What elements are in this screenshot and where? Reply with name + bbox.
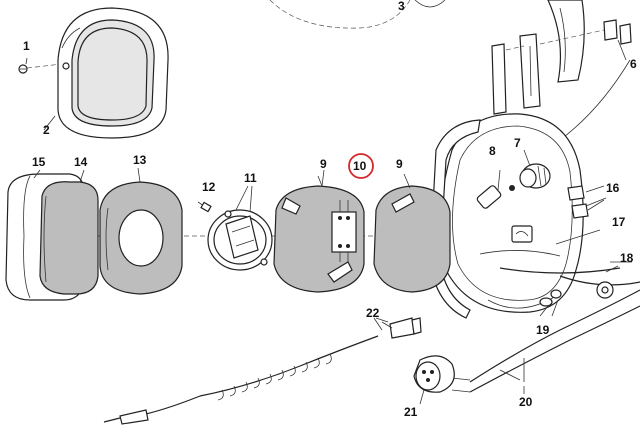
part-21-microphone bbox=[413, 355, 455, 405]
part-7-volume-knob bbox=[519, 149, 551, 189]
label-part-12: 12 bbox=[202, 180, 216, 194]
part-1-screw bbox=[18, 57, 63, 74]
label-part-15: 15 bbox=[32, 155, 46, 169]
label-part-2: 2 bbox=[43, 123, 50, 137]
label-part-18: 18 bbox=[620, 251, 634, 265]
part-2-cushion-cover bbox=[43, 7, 169, 139]
label-part-10: 10 bbox=[353, 159, 367, 173]
highlight-circle bbox=[348, 153, 374, 179]
label-part-1: 1 bbox=[23, 39, 30, 53]
label-part-11: 11 bbox=[244, 171, 257, 185]
part-10-bracket bbox=[331, 200, 357, 262]
part-20-wires bbox=[451, 289, 640, 393]
part-8-screw bbox=[476, 169, 515, 209]
label-part-16: 16 bbox=[606, 181, 620, 195]
label-part-8: 8 bbox=[489, 144, 496, 158]
label-part-9-left: 9 bbox=[320, 157, 327, 171]
label-part-17: 17 bbox=[612, 215, 626, 229]
label-part-9-right: 9 bbox=[396, 157, 403, 171]
part-14-foam-pad bbox=[39, 181, 99, 295]
ear-cup-shell bbox=[429, 113, 584, 319]
label-part-13: 13 bbox=[133, 153, 147, 167]
headband-path bbox=[269, 0, 411, 29]
label-part-20: 20 bbox=[519, 395, 533, 409]
part-11-speaker bbox=[207, 185, 273, 271]
label-part-22: 22 bbox=[366, 306, 380, 320]
label-part-21: 21 bbox=[404, 405, 418, 419]
part-22-coiled-cord bbox=[103, 317, 422, 425]
part-18-cable bbox=[499, 261, 640, 299]
label-part-3: 3 bbox=[398, 0, 405, 13]
headband-assembly bbox=[491, 0, 632, 141]
part-13-ring-pad bbox=[99, 181, 183, 295]
label-part-7: 7 bbox=[514, 136, 521, 150]
part-16-clips bbox=[567, 185, 605, 219]
part-19-grommets bbox=[539, 289, 562, 317]
label-part-6: 6 bbox=[630, 57, 637, 71]
label-part-19: 19 bbox=[536, 323, 550, 337]
part-12-screw bbox=[197, 201, 212, 213]
label-part-14: 14 bbox=[74, 155, 88, 169]
part-3-shape bbox=[414, 0, 446, 8]
part-9-pad-right bbox=[373, 173, 451, 293]
